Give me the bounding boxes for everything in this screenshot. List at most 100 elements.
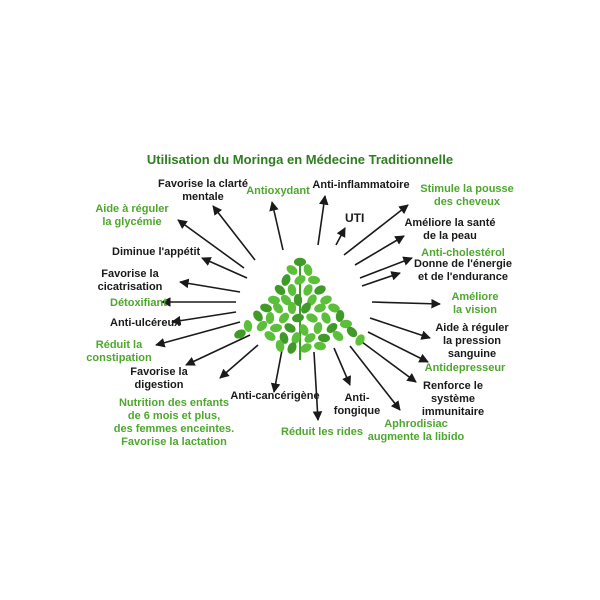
leaflet-icon (314, 285, 326, 295)
label-antioxydant: Antioxydant (246, 185, 310, 197)
leaflet-icon (284, 323, 296, 333)
leaflet-icon (273, 302, 283, 314)
label-appetit: Diminue l'appétit (112, 246, 201, 258)
leaflet-icon (294, 275, 306, 285)
label-detoxifiant: Détoxifiant (110, 297, 167, 309)
arrow-ulcereux (171, 311, 237, 326)
leaflet-icon (253, 310, 263, 322)
arrow-digestion (185, 334, 251, 366)
label-pression: Aide à réguler la pression sanguine (435, 322, 509, 360)
arrow-immunitaire (361, 341, 417, 383)
leaflet-icon (274, 284, 286, 296)
leaflet-icon (355, 334, 365, 346)
label-glycemie: Aide à réguler la glycémie (95, 203, 169, 228)
label-immunitaire: Renforce le système immunitaire (421, 380, 485, 418)
label-anti-ulcereux: Anti-ulcéreux (110, 317, 181, 329)
leaflet-icon (281, 274, 291, 286)
leaflet-icon (303, 264, 313, 276)
arrow-vision (371, 298, 441, 309)
leaflet-icon (318, 333, 330, 343)
leaflet-icon (293, 294, 303, 306)
arrow-pression (369, 317, 431, 340)
leaflet-icon (346, 326, 358, 338)
leaflet-icon (256, 320, 268, 332)
leaflet-icon (308, 275, 320, 285)
label-cholesterol: Anti-cholestérol (421, 247, 505, 259)
label-antidepresseur: Antidepresseur (424, 362, 506, 374)
leaflet-icon (265, 312, 275, 324)
leaflet-icon (314, 341, 326, 351)
leaflet-icon (287, 342, 297, 354)
leaflet-icon (328, 303, 340, 313)
label-vision: Améliore la vision (451, 291, 499, 316)
leaflet-icon (313, 322, 323, 334)
leaflet-icon (299, 324, 309, 336)
label-cheveux: Stimule la pousse des cheveux (420, 183, 514, 208)
arrow-cheveux (343, 204, 409, 256)
label-clarte-mentale: Favorise la clarté mentale (158, 178, 248, 203)
arrow-antidepresseur (367, 331, 429, 363)
leaflet-icon (304, 333, 316, 343)
moringa-leaf-icon (234, 257, 365, 360)
label-anti-inflammatoire: Anti-inflammatoire (312, 179, 410, 191)
arrow-cancer (270, 349, 283, 393)
leaflet-icon (278, 312, 290, 324)
arrow-nutrition (219, 344, 259, 379)
leaflet-icon (292, 313, 304, 323)
arrow-clarte (212, 205, 256, 261)
leaflet-icon (340, 319, 352, 329)
arrow-energie (361, 271, 401, 287)
leaflet-icon (268, 295, 280, 305)
arrow-antioxydant (269, 201, 284, 251)
leaflet-icon (270, 323, 282, 333)
leaflet-icon (280, 294, 292, 306)
leaflet-icon (326, 323, 338, 333)
leaflet-icon (307, 294, 317, 306)
label-reduit-rides: Réduit les rides (281, 426, 363, 438)
leaflet-icon (287, 284, 297, 296)
leaflet-icon (306, 313, 318, 323)
leaflet-icon (243, 320, 253, 332)
leaflet-icon (303, 284, 313, 296)
label-cicatrisation: Favorise la cicatrisation (97, 268, 163, 293)
label-digestion: Favorise la digestion (130, 366, 188, 391)
arrow-anti-inflam (317, 195, 329, 246)
diagram-title: Utilisation du Moringa en Médecine Tradi… (146, 152, 454, 167)
leaflet-icon (279, 332, 289, 344)
leaflet-icon (320, 295, 332, 305)
leaflet-icon (287, 302, 297, 314)
label-anti-fongique: Anti- fongique (333, 392, 381, 417)
leaflet-icon (234, 329, 246, 339)
label-anti-cancerigene: Anti-cancérigène (230, 390, 320, 402)
arrow-appetit (201, 257, 248, 279)
leaflet-icon (264, 331, 276, 341)
leaflet-icon (294, 257, 306, 267)
arrow-constipation (155, 321, 241, 348)
leaflet-icon (286, 265, 298, 275)
leaflet-icon (301, 302, 311, 314)
label-peau: Améliore la santé de la peau (404, 217, 496, 242)
label-aphrodisiac: Aphrodisiac augmente la libido (367, 418, 465, 443)
arrow-fongique (333, 347, 351, 386)
arrow-cholesterol (359, 256, 413, 279)
leaflet-icon (300, 343, 312, 353)
arrow-glycemie (177, 219, 245, 269)
leaflet-icon (275, 340, 285, 352)
leaflet-icon (314, 303, 326, 313)
leaflet-icon (321, 312, 331, 324)
leaflet-icon (260, 303, 272, 313)
arrow-peau (354, 235, 405, 266)
arrow-cicatrisation (179, 278, 241, 293)
leaflet-icon (332, 330, 344, 342)
label-uti: UTI (345, 211, 365, 225)
arrow-rides (312, 351, 323, 421)
label-constipation: Réduit la constipation (86, 339, 152, 364)
leaflet-icon (335, 310, 345, 322)
leaflet-icon (291, 332, 301, 344)
label-nutrition: Nutrition des enfants de 6 mois et plus,… (113, 397, 235, 448)
arrow-aphro (349, 345, 401, 411)
arrows-group (155, 195, 441, 421)
arrow-uti (335, 227, 346, 246)
label-energie: Donne de l'énergie et de l'endurance (414, 258, 512, 283)
